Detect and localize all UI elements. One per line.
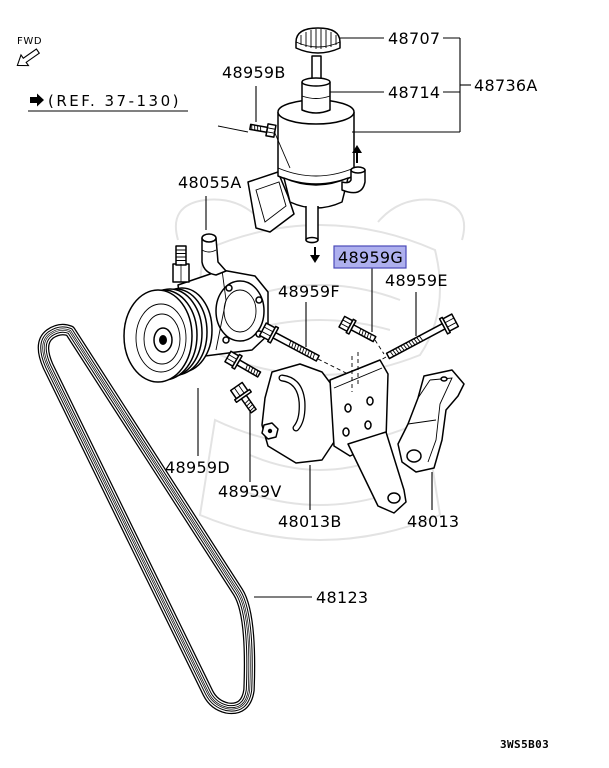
bracket-48013: [397, 369, 465, 473]
down-arrow-icon: [310, 247, 320, 263]
fwd-label: FWD: [17, 36, 42, 47]
callout-48959B[interactable]: 48959B: [222, 63, 286, 82]
callout-48959D[interactable]: 48959D: [165, 458, 230, 477]
drawing-id: 3WS5B03: [500, 738, 549, 751]
leader-lines: [197, 37, 433, 598]
right-arrow-icon: [30, 93, 44, 107]
bolt-48959V: [229, 381, 257, 414]
v-belt: [43, 330, 249, 709]
reference-link[interactable]: (REF. 37-130): [28, 92, 188, 112]
callout-48013B[interactable]: 48013B: [278, 512, 342, 531]
callout-48707[interactable]: 48707: [388, 29, 440, 48]
callout-48959V[interactable]: 48959V: [218, 482, 282, 501]
pump-assembly: [123, 233, 269, 383]
bolt-48959E: [385, 313, 460, 360]
bolt-48959B: [249, 123, 277, 138]
callout-48055A[interactable]: 48055A: [178, 173, 242, 192]
bolt-48959F: [258, 322, 320, 362]
bolt-48959D: [224, 350, 262, 378]
fwd-arrow-icon: [16, 48, 41, 67]
callout-48959E[interactable]: 48959E: [385, 271, 448, 290]
reservoir-assembly: [247, 27, 366, 244]
callout-48736A[interactable]: 48736A: [474, 76, 538, 95]
reference-text[interactable]: (REF. 37-130): [48, 92, 181, 110]
bracket-48013B: [261, 352, 407, 514]
up-arrow-icon: [352, 145, 362, 163]
callout-48959F[interactable]: 48959F: [278, 282, 340, 301]
bolt-48959G: [338, 315, 377, 343]
assembly-bracket-lines: [352, 37, 471, 133]
callout-48959G[interactable]: 48959G: [338, 248, 403, 267]
selected-callout-highlight: [333, 245, 407, 269]
callout-48123[interactable]: 48123: [316, 588, 368, 607]
callout-48013[interactable]: 48013: [407, 512, 459, 531]
callout-labels: 48707 48714 48736A 48959B 48055A 48959G …: [165, 29, 538, 607]
callout-48714[interactable]: 48714: [388, 83, 440, 102]
